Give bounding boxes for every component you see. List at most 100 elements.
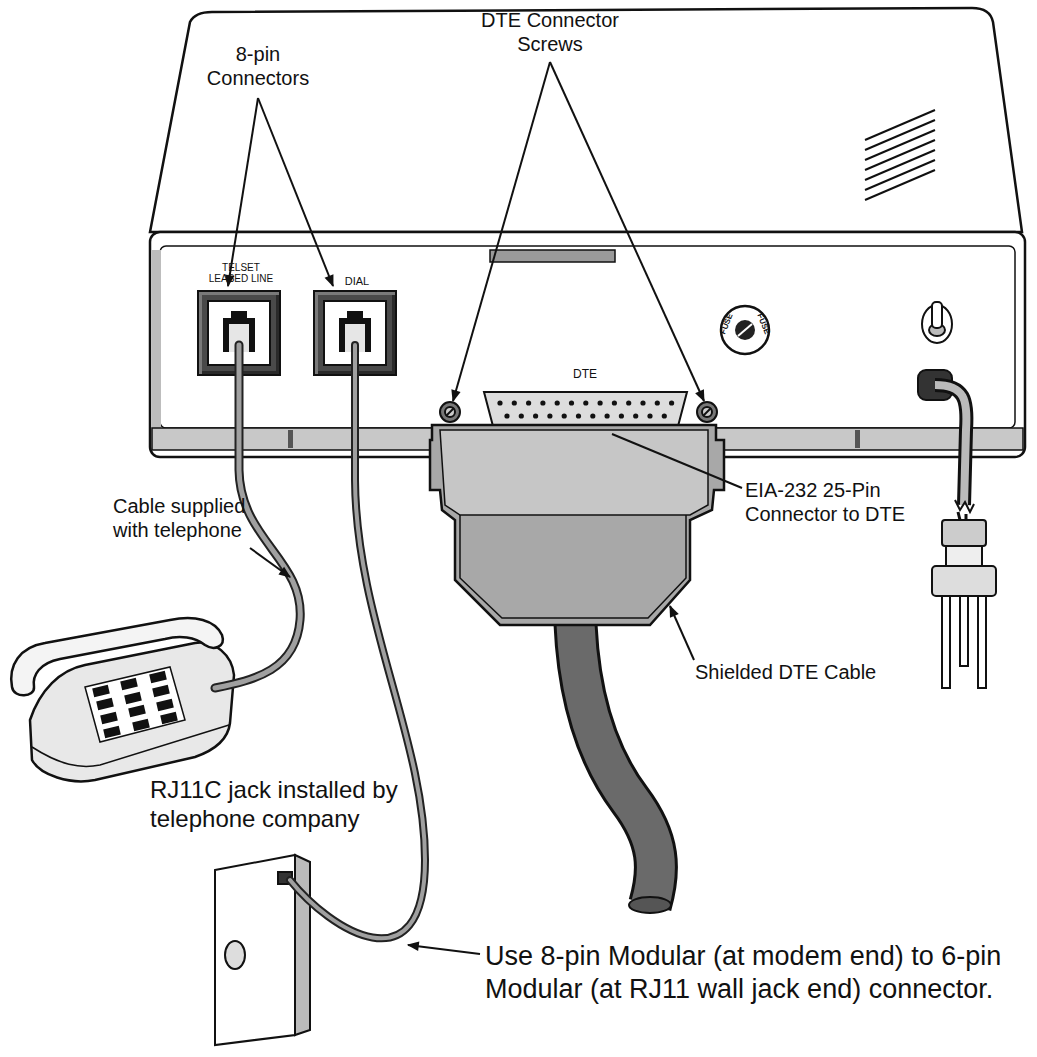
leader-arrow — [258, 98, 333, 286]
phone-key — [92, 685, 110, 697]
plug-body — [932, 566, 996, 596]
connector-pin — [583, 400, 588, 405]
connector-pin — [526, 400, 531, 405]
port-label: DIAL — [322, 275, 392, 287]
connector-pin — [647, 413, 652, 418]
connector-screws — [440, 402, 717, 422]
phone-key — [120, 678, 138, 690]
dsub-outline — [478, 390, 693, 432]
case-front — [150, 232, 1025, 457]
phone-key — [152, 685, 170, 697]
screw-slot — [446, 408, 454, 416]
phone-key — [132, 719, 150, 731]
leader-arrow — [550, 62, 704, 401]
jack-face — [208, 301, 270, 365]
wall-jack-socket — [278, 872, 292, 884]
connector-pin — [519, 413, 524, 418]
callout-label: EIA-232 25-Pin Connector to DTE — [745, 478, 945, 527]
wall-jack-side — [295, 855, 310, 1035]
leader-arrow — [453, 62, 550, 401]
dte-cable-end — [629, 897, 671, 913]
callout-label: Cable supplied with telephone — [113, 494, 263, 543]
phone-key — [160, 712, 178, 724]
band-divider — [855, 430, 860, 448]
dte-cable-body — [575, 600, 656, 905]
fuse-cap — [735, 320, 755, 340]
modular-jack: DIAL — [313, 290, 397, 376]
dte-cable-outline — [575, 600, 656, 905]
screw-center — [445, 407, 455, 417]
telephone-cable — [215, 345, 300, 688]
connector-pin — [619, 413, 624, 418]
connector-pin — [626, 400, 631, 405]
dte-cable — [575, 600, 671, 913]
connector-pin — [669, 400, 674, 405]
phone-key — [124, 692, 142, 704]
plug-strain — [942, 520, 986, 546]
fuse-marking: FUSE — [719, 313, 734, 336]
cord-grommet — [918, 370, 952, 400]
phone-body — [30, 643, 234, 782]
jack-plug — [229, 324, 249, 352]
connector-pin — [540, 400, 545, 405]
vent-line — [865, 110, 935, 140]
leader-arrow — [408, 945, 480, 954]
modular-jack: TELSET LEASED LINE — [197, 290, 281, 376]
connector-pin — [633, 413, 638, 418]
dsub-shell — [484, 392, 687, 430]
cord-lower — [958, 512, 966, 520]
plug-prong — [942, 596, 950, 688]
housing-top — [440, 430, 708, 515]
connector-pin — [590, 413, 595, 418]
dial-cable — [290, 345, 425, 938]
phone-key — [156, 699, 174, 711]
telephone-cable-outline — [215, 345, 300, 688]
port-label: DTE — [535, 368, 635, 381]
fuse-holder — [721, 306, 769, 354]
connector-pin — [576, 413, 581, 418]
connector-pin — [598, 400, 603, 405]
switch-lever — [932, 302, 942, 328]
phone-keys — [92, 671, 178, 738]
cord-body — [935, 385, 966, 505]
power-cord — [918, 370, 996, 688]
base-band — [152, 428, 1023, 450]
jack-plug — [345, 324, 365, 352]
phone-key — [103, 726, 121, 738]
wall-jack — [215, 855, 310, 1045]
case-slot — [490, 250, 615, 262]
dial-cable-outline — [290, 345, 425, 938]
screw-center — [702, 407, 712, 417]
wall-jack-screw — [225, 941, 245, 969]
dte-plug-housing — [430, 425, 724, 625]
leader-line — [612, 434, 742, 488]
phone-key — [149, 671, 167, 683]
vent-slots — [865, 110, 935, 200]
callout-arrows — [228, 62, 742, 954]
connector-pin — [497, 400, 502, 405]
connector-pin — [605, 413, 610, 418]
band-divider — [288, 430, 293, 448]
port-label: TELSET LEASED LINE — [206, 262, 276, 284]
phone-base-line — [32, 725, 229, 766]
cord-outline — [935, 385, 966, 505]
plug-prong — [978, 596, 986, 688]
screw-head — [440, 402, 460, 422]
case-top — [150, 8, 1022, 232]
connector-pin — [504, 413, 509, 418]
connector-pin — [569, 400, 574, 405]
connector-pin — [555, 400, 560, 405]
connector-pin — [547, 413, 552, 418]
connector-pin — [612, 400, 617, 405]
phone-key — [96, 698, 114, 710]
callout-label: DTE Connector Screws — [460, 8, 640, 57]
phone-key — [100, 712, 118, 724]
housing-body — [430, 425, 724, 625]
connector-pin — [655, 400, 660, 405]
jack-face — [324, 301, 386, 365]
